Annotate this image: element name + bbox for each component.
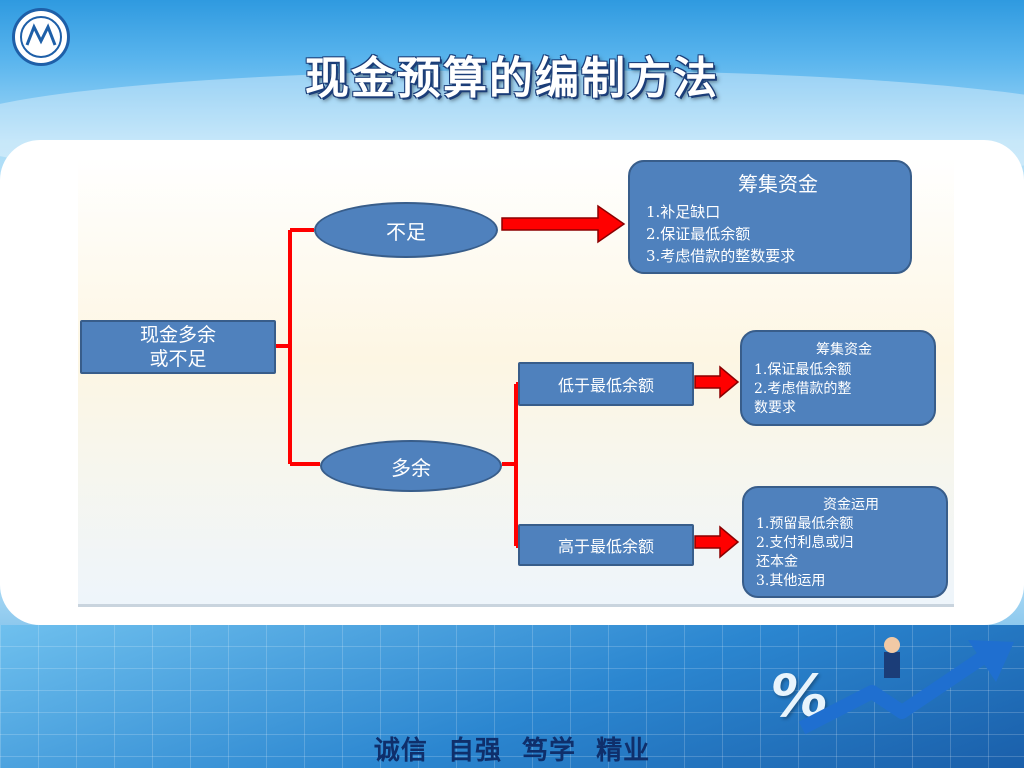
above-min-node: 高于最低余额 xyxy=(518,524,694,566)
raise-funds-box-2: 筹集资金 1.保证最低余额 2.考虑借款的整 数要求 xyxy=(740,330,936,426)
arrow-below-min xyxy=(694,365,740,399)
connector-branch-main xyxy=(288,228,320,466)
shortage-node: 不足 xyxy=(314,202,498,258)
shortage-label: 不足 xyxy=(386,219,426,244)
raise-funds-box-1: 筹集资金 1.补足缺口 2.保证最低余额 3.考虑借款的整数要求 xyxy=(628,160,912,274)
slogan-text: 诚信 自强 笃学 精业 xyxy=(373,736,651,766)
root-node: 现金多余 或不足 xyxy=(80,320,276,374)
use-funds-item: 2.支付利息或归 xyxy=(756,534,854,551)
raise-funds-1-item: 3.考虑借款的整数要求 xyxy=(646,246,796,265)
raise-funds-2-title: 筹集资金 xyxy=(816,341,872,358)
arrow-above-min xyxy=(694,525,740,559)
school-emblem-icon xyxy=(12,8,70,66)
raise-funds-1-item: 2.保证最低余额 xyxy=(646,224,751,243)
connector-branch-surplus xyxy=(514,382,518,548)
above-min-label: 高于最低余额 xyxy=(557,537,654,556)
raise-funds-1-item: 1.补足缺口 xyxy=(646,202,721,221)
growth-arrow-icon xyxy=(798,637,1014,735)
surplus-label: 多余 xyxy=(391,455,431,480)
flow-diagram: 现金多余 或不足 不足 多余 低于最低余额 高于最低余额 筹集资金 1.补足缺口… xyxy=(78,158,954,607)
use-funds-title: 资金运用 xyxy=(823,496,879,513)
use-funds-box: 资金运用 1.预留最低余额 2.支付利息或归 还本金 3.其他运用 xyxy=(742,486,948,598)
raise-funds-1-title: 筹集资金 xyxy=(738,171,818,196)
below-min-node: 低于最低余额 xyxy=(518,362,694,406)
header-band xyxy=(0,0,1024,190)
raise-funds-2-item: 1.保证最低余额 xyxy=(754,361,852,378)
connectors xyxy=(276,204,740,559)
root-line2: 或不足 xyxy=(149,348,207,370)
use-funds-item: 1.预留最低余额 xyxy=(756,515,854,532)
raise-funds-2-item: 数要求 xyxy=(754,399,796,416)
arrow-shortage xyxy=(501,204,626,244)
surplus-node: 多余 xyxy=(320,440,502,492)
use-funds-item: 还本金 xyxy=(756,553,798,570)
below-min-label: 低于最低余额 xyxy=(557,376,654,395)
use-funds-item: 3.其他运用 xyxy=(756,572,826,589)
slide-title: 现金预算的编制方法 xyxy=(305,53,719,104)
root-line1: 现金多余 xyxy=(139,324,216,346)
raise-funds-2-item: 2.考虑借款的整 xyxy=(754,380,852,397)
